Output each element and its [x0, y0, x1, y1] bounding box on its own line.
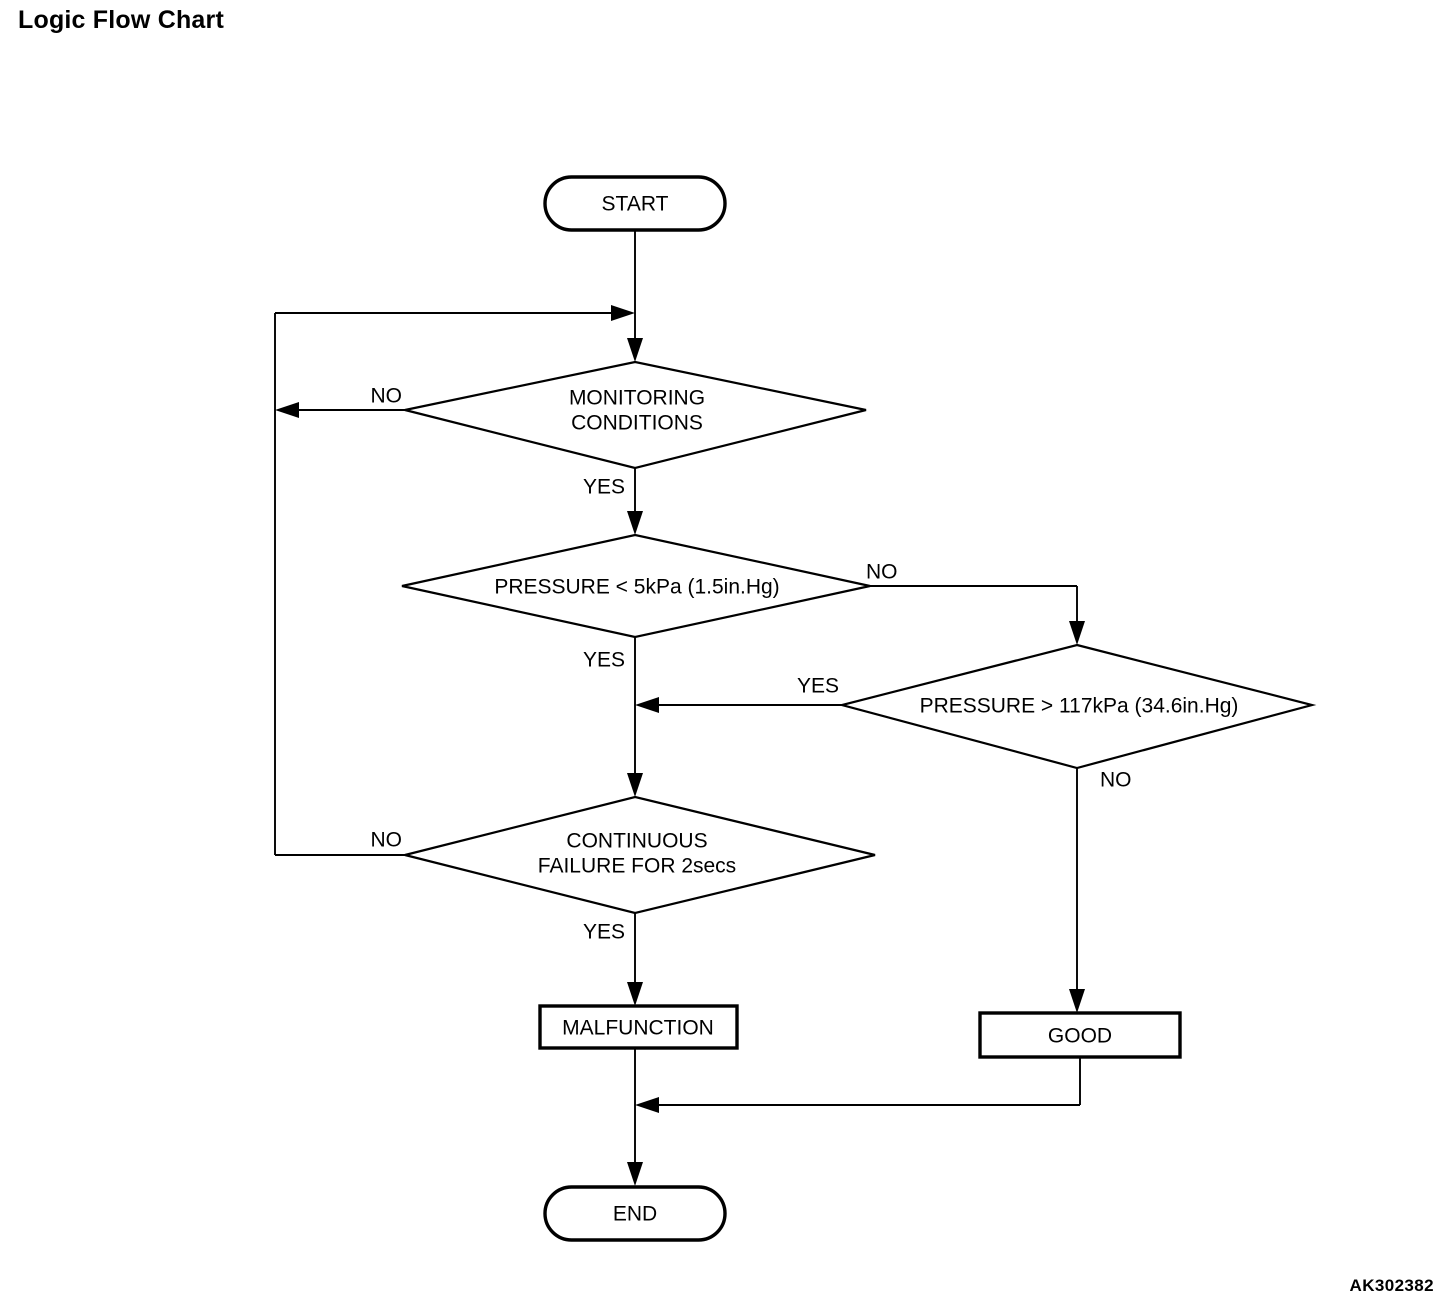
node-good[interactable]: GOOD [978, 1011, 1182, 1059]
node-continuous-failure-line2: FAILURE FOR 2secs [538, 855, 736, 878]
node-malfunction[interactable]: MALFUNCTION [538, 1004, 739, 1050]
node-pressure-low[interactable]: PRESSURE < 5kPa (1.5in.Hg) [401, 533, 871, 639]
edge-label-pressure-high-no: NO [1100, 769, 1132, 792]
node-continuous-failure-line1: CONTINUOUS [566, 830, 707, 853]
edge-label-pressure-high-yes: YES [797, 675, 839, 698]
edge-label-continuous-failure-no: NO [371, 829, 403, 852]
edge-pressure-low-no [870, 585, 1085, 645]
node-pressure-high-label: PRESSURE > 117kPa (34.6in.Hg) [920, 695, 1239, 718]
edge-pressure-high-yes [635, 697, 842, 713]
edge-label-monitoring-yes: YES [583, 476, 625, 499]
node-end-label: END [613, 1203, 657, 1226]
edge-start-to-monitoring [627, 230, 643, 362]
node-pressure-high[interactable]: PRESSURE > 117kPa (34.6in.Hg) [837, 643, 1317, 770]
edge-label-monitoring-no: NO [371, 385, 403, 408]
node-start-label: START [602, 193, 669, 216]
edge-monitoring-yes [627, 468, 643, 535]
edge-pressure-low-yes [627, 637, 643, 797]
edge-monitoring-no-loop [274, 305, 635, 418]
node-continuous-failure[interactable]: CONTINUOUS FAILURE FOR 2secs [404, 795, 876, 915]
node-start[interactable]: START [543, 175, 727, 232]
edge-continuous-failure-no [274, 410, 405, 856]
reference-code: AK302382 [1349, 1276, 1434, 1295]
page-title: Logic Flow Chart [18, 6, 224, 34]
edge-good-to-end [635, 1057, 1081, 1113]
edge-label-pressure-low-yes: YES [583, 649, 625, 672]
node-pressure-low-label: PRESSURE < 5kPa (1.5in.Hg) [494, 576, 779, 599]
node-monitoring-conditions[interactable]: MONITORING CONDITIONS [404, 360, 867, 470]
edge-continuous-failure-yes [627, 913, 643, 1006]
edge-pressure-high-no [1069, 768, 1085, 1013]
node-monitoring-line2: CONDITIONS [571, 412, 703, 435]
node-monitoring-line1: MONITORING [569, 387, 705, 410]
edge-malfunction-to-end [627, 1047, 643, 1186]
node-end[interactable]: END [543, 1185, 727, 1242]
edge-label-pressure-low-no: NO [866, 561, 898, 584]
node-good-label: GOOD [1048, 1025, 1112, 1048]
node-malfunction-label: MALFUNCTION [562, 1017, 714, 1040]
edge-label-continuous-failure-yes: YES [583, 921, 625, 944]
